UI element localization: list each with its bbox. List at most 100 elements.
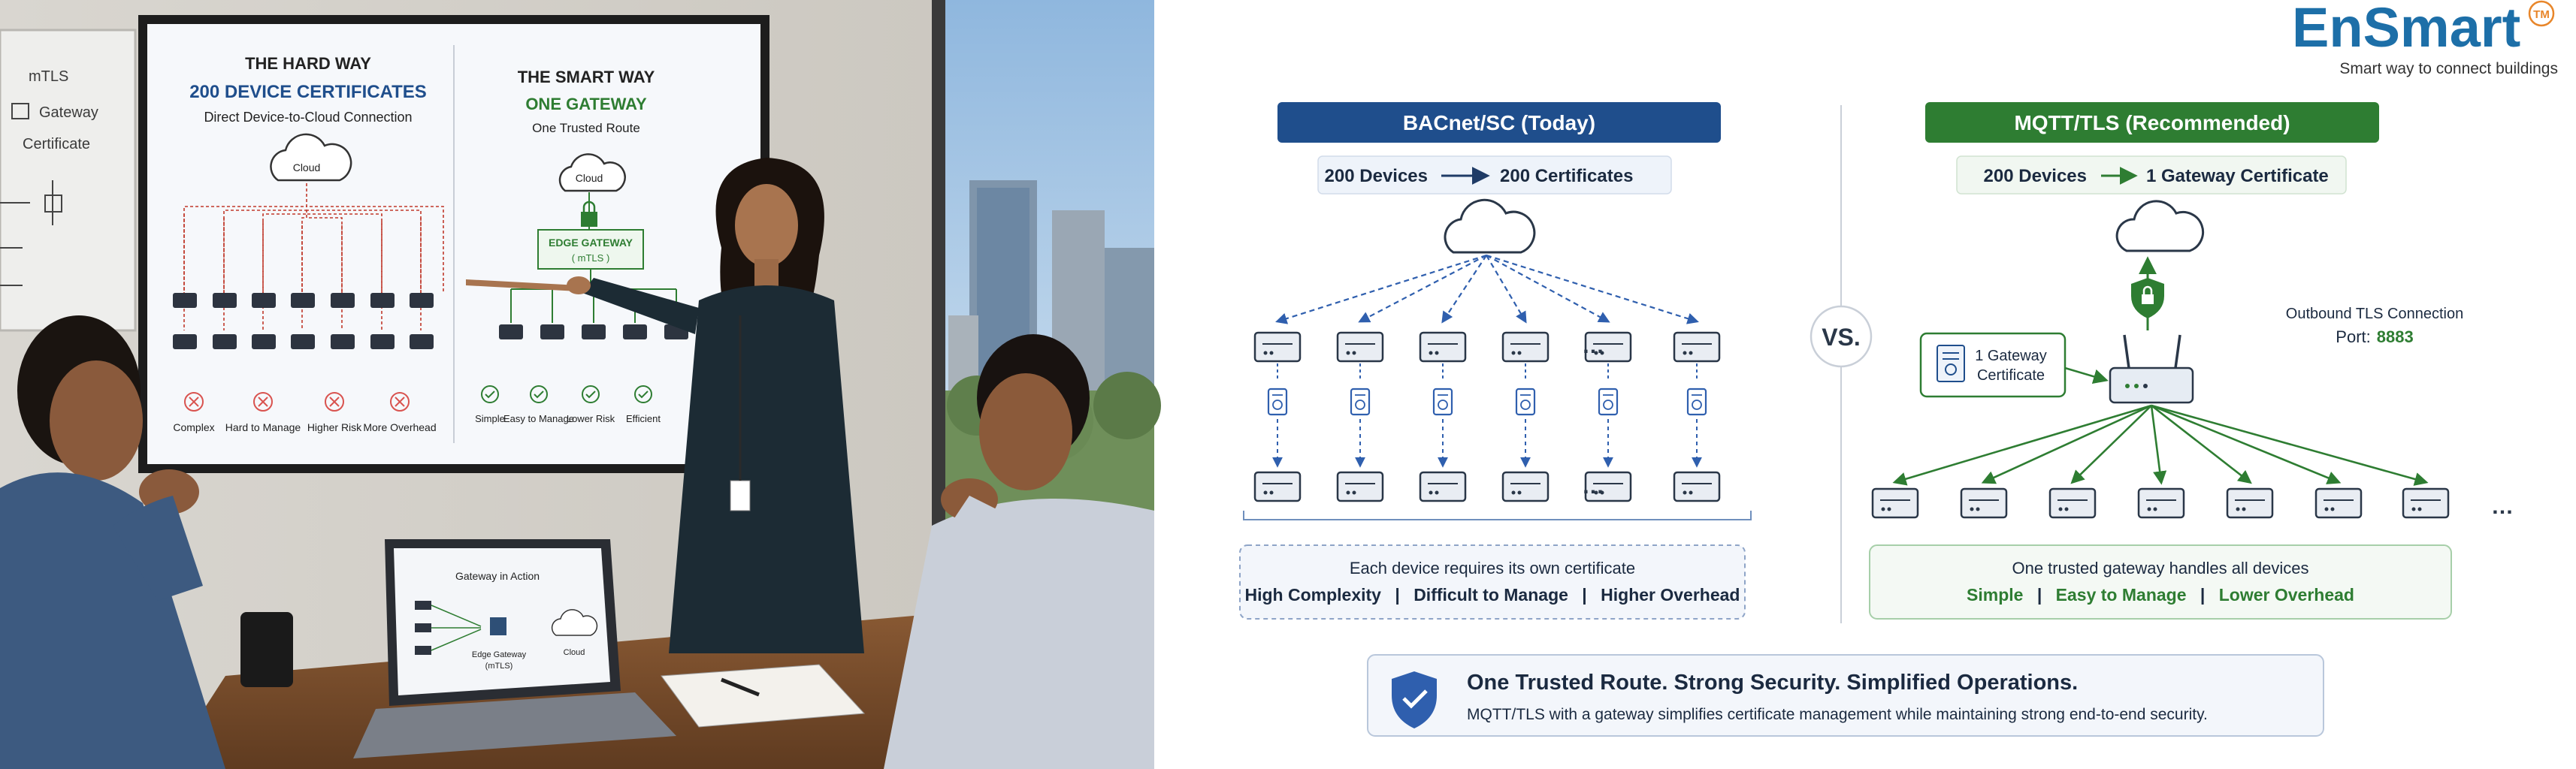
device-icon: [1253, 331, 1302, 363]
right-flow-from: 200 Devices: [1984, 166, 2087, 186]
tv-cloud-icon: [558, 153, 626, 192]
device-icon: [1501, 471, 1550, 502]
left-flow-box: [1317, 155, 1672, 195]
whiteboard: [0, 29, 137, 332]
device-icon: [2402, 487, 2450, 519]
person-right: [884, 334, 1154, 769]
cloud-to-device-arrow: [1441, 255, 1487, 324]
left-cloud-icon: [1444, 198, 1536, 254]
right-note-point: Lower Overhead: [2219, 585, 2354, 605]
gateway-to-device-arrow: [1981, 404, 2152, 484]
tv-pro-label: Efficient: [626, 413, 661, 424]
device-icon: [1501, 331, 1550, 363]
shield-lock-icon: [2131, 278, 2164, 318]
cloud-to-device-arrow: [1275, 254, 1487, 324]
tv-device-grid: [173, 293, 434, 349]
gateway-router: [2109, 334, 2194, 404]
tv-red-lines: [183, 183, 444, 330]
right-ellipsis: …: [2491, 494, 2514, 519]
certificate-label-2: Certificate: [1977, 367, 2045, 384]
gateway-to-device-arrow: [2151, 404, 2252, 484]
left-flow-to: 200 Certificates: [1500, 166, 1633, 186]
tv-pro-label: Simple: [475, 413, 505, 424]
tv-con-label: Higher Risk: [307, 421, 362, 433]
certificate-icon: [1350, 388, 1371, 416]
outbound-label: Outbound TLS Connection: [2286, 306, 2463, 322]
coffee-cup: [240, 612, 293, 687]
gateway-to-device-arrow: [1892, 404, 2152, 486]
logo-en: En: [2292, 0, 2363, 59]
left-note-title: Each device requires its own certificate: [1350, 559, 1635, 578]
vs-label: VS.: [1822, 324, 1861, 351]
port-value: 8883: [2377, 327, 2414, 346]
tv-gateway-label: EDGE GATEWAY: [549, 237, 633, 249]
left-cloud-arrows: [1275, 254, 1699, 324]
left-note-point: Higher Overhead: [1601, 585, 1740, 605]
cloud-to-device-arrow: [1486, 255, 1610, 323]
left-note-box: [1239, 544, 1746, 620]
right-note-points: Simple | Easy to Manage | Lower Overhead: [1967, 585, 2354, 605]
tv-cloud-label: Cloud: [576, 172, 603, 184]
device-icon: [1336, 471, 1384, 502]
tv-cloud-label: Cloud: [293, 161, 321, 173]
diagram: EnSmart TM Smart way to connect building…: [1239, 0, 2558, 737]
tv-pros: Simple Easy to Manage Lower Risk Efficie…: [475, 385, 661, 424]
right-panel: MQTT/TLS (Recommended) 200 Devices 1 Gat…: [1869, 102, 2514, 620]
certificate-to-gateway-arrow: [2064, 366, 2109, 384]
person-left: [0, 315, 225, 769]
device-icon: [1419, 471, 1467, 502]
svg-text:EnSmart: EnSmart: [2292, 0, 2520, 59]
device-icon: [1960, 487, 2008, 519]
gateway-to-device-arrow: [2151, 404, 2429, 486]
laptop-cloud-label: Cloud: [564, 648, 585, 657]
device-icon: [1419, 331, 1467, 363]
right-note-box: [1869, 544, 2452, 620]
left-device-columns: [1253, 331, 1721, 502]
device-icon: [1584, 471, 1632, 502]
cloud-to-device-arrow: [1486, 255, 1527, 324]
device-icon: [2048, 487, 2097, 519]
port-line: Port:8883: [2336, 327, 2413, 346]
certificate-icon: [1937, 345, 1965, 382]
right-note-point: Simple: [1967, 585, 2023, 605]
tv-left-caption: Direct Device-to-Cloud Connection: [204, 110, 412, 125]
tv-cons: Complex Hard to Manage Higher Risk More …: [173, 392, 437, 433]
vs-circle: [1810, 305, 1873, 368]
footer-subtitle: MQTT/TLS with a gateway simplifies certi…: [1467, 706, 2208, 723]
left-flow-from: 200 Devices: [1325, 166, 1428, 186]
right-header-label: MQTT/TLS (Recommended): [2014, 111, 2290, 134]
meeting-photo: mTLS Gateway Certificate THE HARD WAY 20…: [0, 0, 1161, 769]
device-icon: [1673, 471, 1721, 502]
certificate-icon: [1686, 388, 1707, 416]
laptop-title: Gateway in Action: [455, 570, 540, 582]
notebook: [661, 664, 866, 728]
tv-smart-devices: [499, 324, 688, 339]
left-panel: BACnet/SC (Today) 200 Devices 200 Certif…: [1239, 102, 1752, 620]
tv-left-title: THE HARD WAY: [245, 54, 371, 73]
tv-cloud-icon: [270, 133, 352, 182]
footer-banner: One Trusted Route. Strong Security. Simp…: [1367, 654, 2324, 737]
left-ellipsis-bottom: …: [1582, 474, 1604, 499]
tv-pro-label: Easy to Manage: [503, 413, 574, 424]
cloud-to-device-arrow: [1358, 255, 1487, 323]
tv-con-label: Hard to Manage: [225, 421, 301, 433]
gateway-device-arrows: [1892, 404, 2429, 486]
certificate-icon: [1432, 388, 1453, 416]
laptop: Gateway in Action Edge Gateway (mTLS) Cl…: [353, 539, 676, 758]
tv-left-subtitle: 200 DEVICE CERTIFICATES: [189, 82, 427, 102]
tv-right-caption: One Trusted Route: [532, 121, 640, 135]
device-icon: [1336, 331, 1384, 363]
cloud-to-device-arrow: [1486, 254, 1699, 324]
right-cloud-icon: [2115, 200, 2205, 252]
left-header: [1277, 102, 1721, 143]
right-flow-to: 1 Gateway Certificate: [2146, 166, 2329, 186]
presenter: [466, 158, 864, 653]
left-bracket: [1243, 511, 1752, 520]
device-icon: [1584, 331, 1632, 363]
device-icon: [1673, 331, 1721, 363]
shield-check-icon: [1392, 671, 1437, 728]
tv-pro-label: Lower Risk: [567, 413, 615, 424]
certificate-label-1: 1 Gateway: [1975, 348, 2047, 364]
whiteboard-text: mTLS: [29, 68, 68, 85]
